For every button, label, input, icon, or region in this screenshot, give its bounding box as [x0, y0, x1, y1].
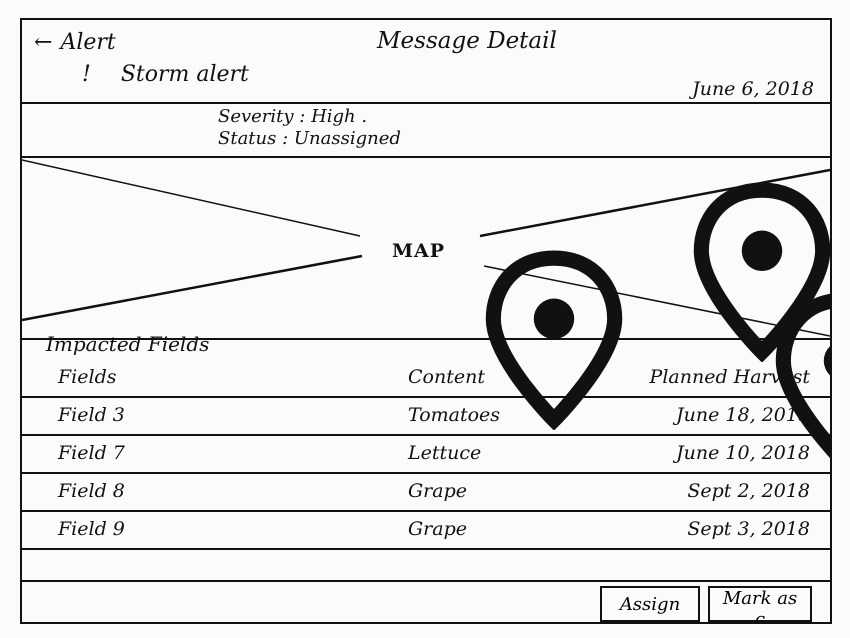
- field-harvest-date: June 18, 2018: [676, 404, 810, 426]
- message-detail-window: ← Alert Message Detail ! Storm alert Jun…: [20, 18, 832, 624]
- field-harvest-date: Sept 3, 2018: [687, 518, 810, 540]
- status-text: Status : Unassigned: [218, 128, 401, 149]
- field-content: Lettuce: [408, 442, 482, 464]
- table-row[interactable]: Field 8 Grape Sept 2, 2018: [22, 474, 830, 512]
- map-label: MAP: [392, 240, 446, 262]
- impacted-fields-title: Impacted Fields: [46, 332, 210, 356]
- table-row[interactable]: Field 3 Tomatoes June 18, 2018: [22, 398, 830, 436]
- field-content: Tomatoes: [408, 404, 501, 426]
- map-panel[interactable]: MAP: [22, 156, 830, 459]
- alert-icon: !: [82, 62, 91, 87]
- column-header-planned-harvest: Planned Harvest: [649, 366, 810, 388]
- mark-as-button[interactable]: Mark as c: [708, 586, 812, 622]
- header: ← Alert Message Detail ! Storm alert Jun…: [22, 20, 830, 104]
- alert-row: ! Storm alert: [82, 62, 249, 87]
- field-content: Grape: [408, 480, 467, 502]
- column-header-content: Content: [408, 366, 485, 388]
- field-harvest-date: Sept 2, 2018: [687, 480, 810, 502]
- table-header-row: Fields Content Planned Harvest: [22, 360, 830, 398]
- back-label[interactable]: Alert: [60, 30, 116, 55]
- severity-text: Severity : High .: [218, 106, 368, 127]
- back-link[interactable]: ← Alert: [34, 30, 116, 55]
- map-pin-icon[interactable]: [440, 290, 832, 472]
- alert-title: Storm alert: [120, 62, 249, 87]
- map-pin-icon[interactable]: [358, 180, 832, 362]
- field-content: Grape: [408, 518, 467, 540]
- alert-date: June 6, 2018: [692, 78, 814, 100]
- action-bar: Assign Mark as c: [22, 580, 830, 622]
- back-arrow-icon[interactable]: ←: [34, 29, 53, 55]
- field-name: Field 9: [58, 518, 125, 540]
- impacted-fields-table: Fields Content Planned Harvest Field 3 T…: [22, 360, 830, 550]
- column-header-fields: Fields: [58, 366, 117, 388]
- field-name: Field 8: [58, 480, 125, 502]
- assign-button[interactable]: Assign: [600, 586, 700, 622]
- field-harvest-date: June 10, 2018: [676, 442, 810, 464]
- table-row[interactable]: Field 7 Lettuce June 10, 2018: [22, 436, 830, 474]
- table-row[interactable]: Field 9 Grape Sept 3, 2018: [22, 512, 830, 550]
- field-name: Field 7: [58, 442, 125, 464]
- map-pin-icon[interactable]: [150, 248, 832, 430]
- alert-meta: Severity : High . Status : Unassigned: [22, 102, 830, 158]
- page-title: Message Detail: [377, 28, 557, 54]
- map-placeholder-lines: [22, 159, 830, 337]
- field-name: Field 3: [58, 404, 125, 426]
